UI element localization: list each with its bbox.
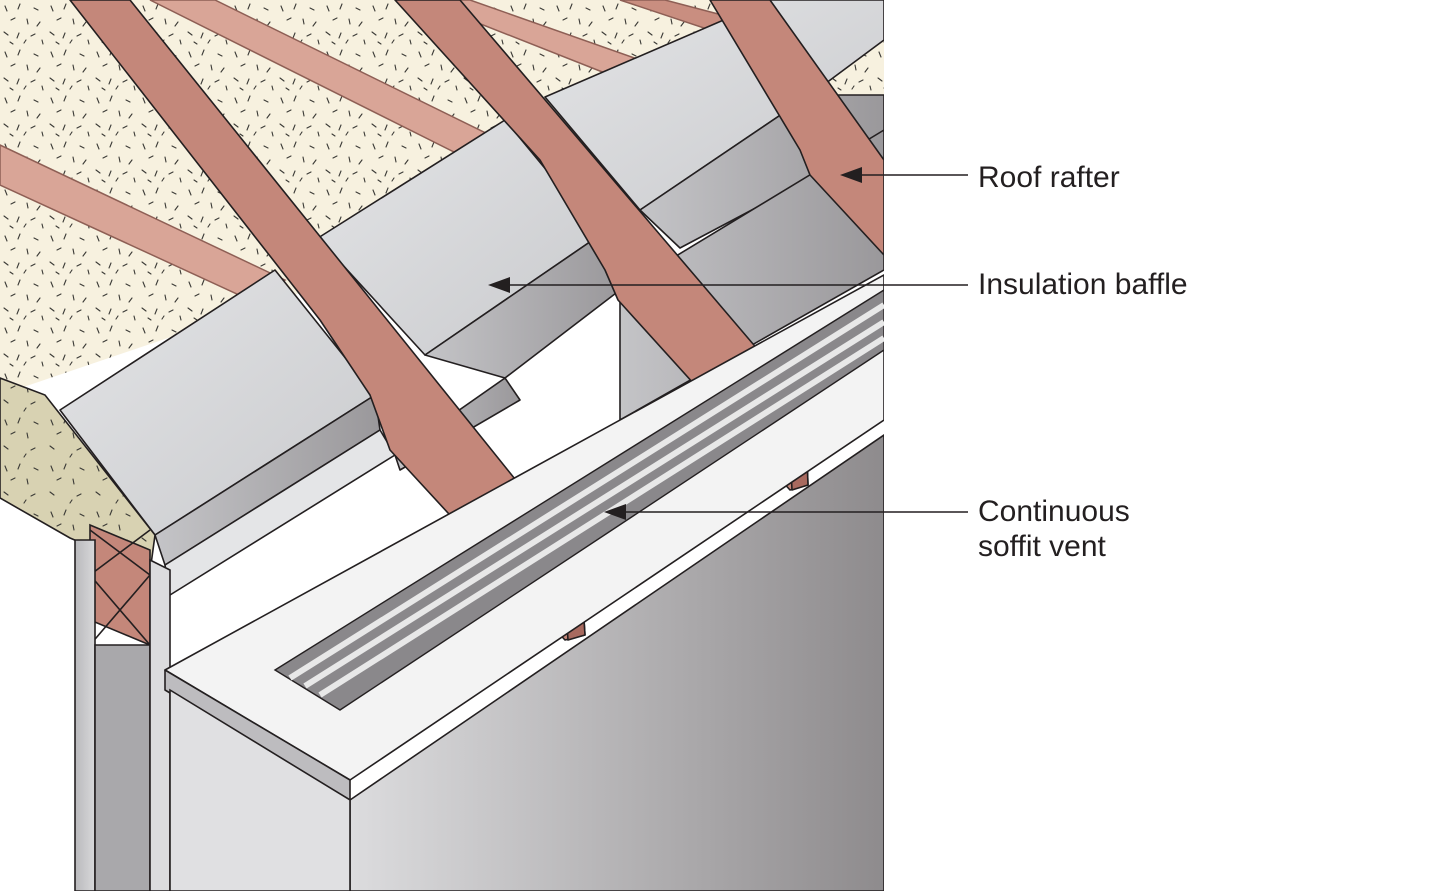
roof-rafter-label: Roof rafter xyxy=(978,161,1120,194)
callout-leaders xyxy=(508,174,968,513)
soffit-vent-label-line2: soffit vent xyxy=(978,530,1107,563)
rafter-1 xyxy=(69,0,586,641)
rafter-3 xyxy=(709,0,884,256)
arrowhead-icon xyxy=(604,504,626,520)
wall-section xyxy=(74,539,96,891)
arrowhead-icon xyxy=(840,167,862,183)
continuous-soffit-vent xyxy=(273,289,884,711)
callout-arrowheads xyxy=(488,167,862,520)
illustration xyxy=(0,0,884,891)
rafter-2 xyxy=(394,0,809,491)
insulation-baffle-label: Insulation baffle xyxy=(978,268,1188,301)
soffit-vent-label-line1: Continuous xyxy=(978,495,1130,528)
wall-framing xyxy=(74,523,171,891)
arrowhead-icon xyxy=(488,277,510,293)
